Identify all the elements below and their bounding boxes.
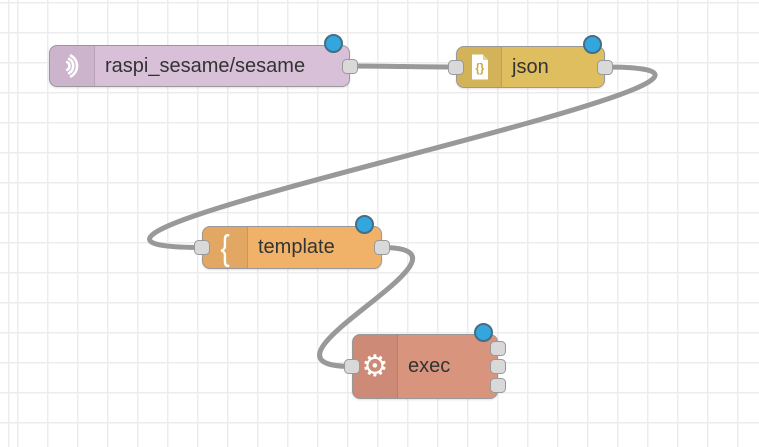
node-label: template xyxy=(258,236,335,258)
changed-badge-exec xyxy=(473,322,493,342)
node-template[interactable]: { template xyxy=(202,226,382,269)
port-input-exec[interactable] xyxy=(344,359,360,374)
changed-badge-template xyxy=(354,214,374,234)
node-mqtt-in[interactable]: raspi_sesame/sesame xyxy=(49,45,350,87)
broadcast-icon xyxy=(50,46,95,86)
port-output-exec-1[interactable] xyxy=(490,340,506,356)
wire-template-to-exec[interactable] xyxy=(317,245,415,369)
port-input-json[interactable] xyxy=(448,59,464,75)
node-label: exec xyxy=(408,355,451,377)
svg-text:{}: {} xyxy=(475,63,484,75)
gear-icon: ⚙ xyxy=(353,335,398,398)
wire-mqtt-to-json[interactable] xyxy=(347,63,459,70)
port-output-exec-3[interactable] xyxy=(490,377,506,393)
wire-json-to-template[interactable] xyxy=(147,64,658,250)
changed-badge-mqtt xyxy=(323,33,343,53)
port-output-json[interactable] xyxy=(597,59,613,75)
node-json[interactable]: {} json xyxy=(456,46,605,88)
port-output-exec-2[interactable] xyxy=(490,359,506,374)
port-input-template[interactable] xyxy=(194,240,210,255)
curly-brace-icon: { xyxy=(203,227,248,268)
changed-badge-json xyxy=(582,34,602,54)
node-exec[interactable]: ⚙ exec xyxy=(352,334,498,399)
node-label: raspi_sesame/sesame xyxy=(105,54,306,77)
node-label: json xyxy=(512,55,549,78)
port-output-template[interactable] xyxy=(374,240,390,255)
port-output-mqtt[interactable] xyxy=(342,58,358,74)
json-file-icon: {} xyxy=(457,47,502,87)
